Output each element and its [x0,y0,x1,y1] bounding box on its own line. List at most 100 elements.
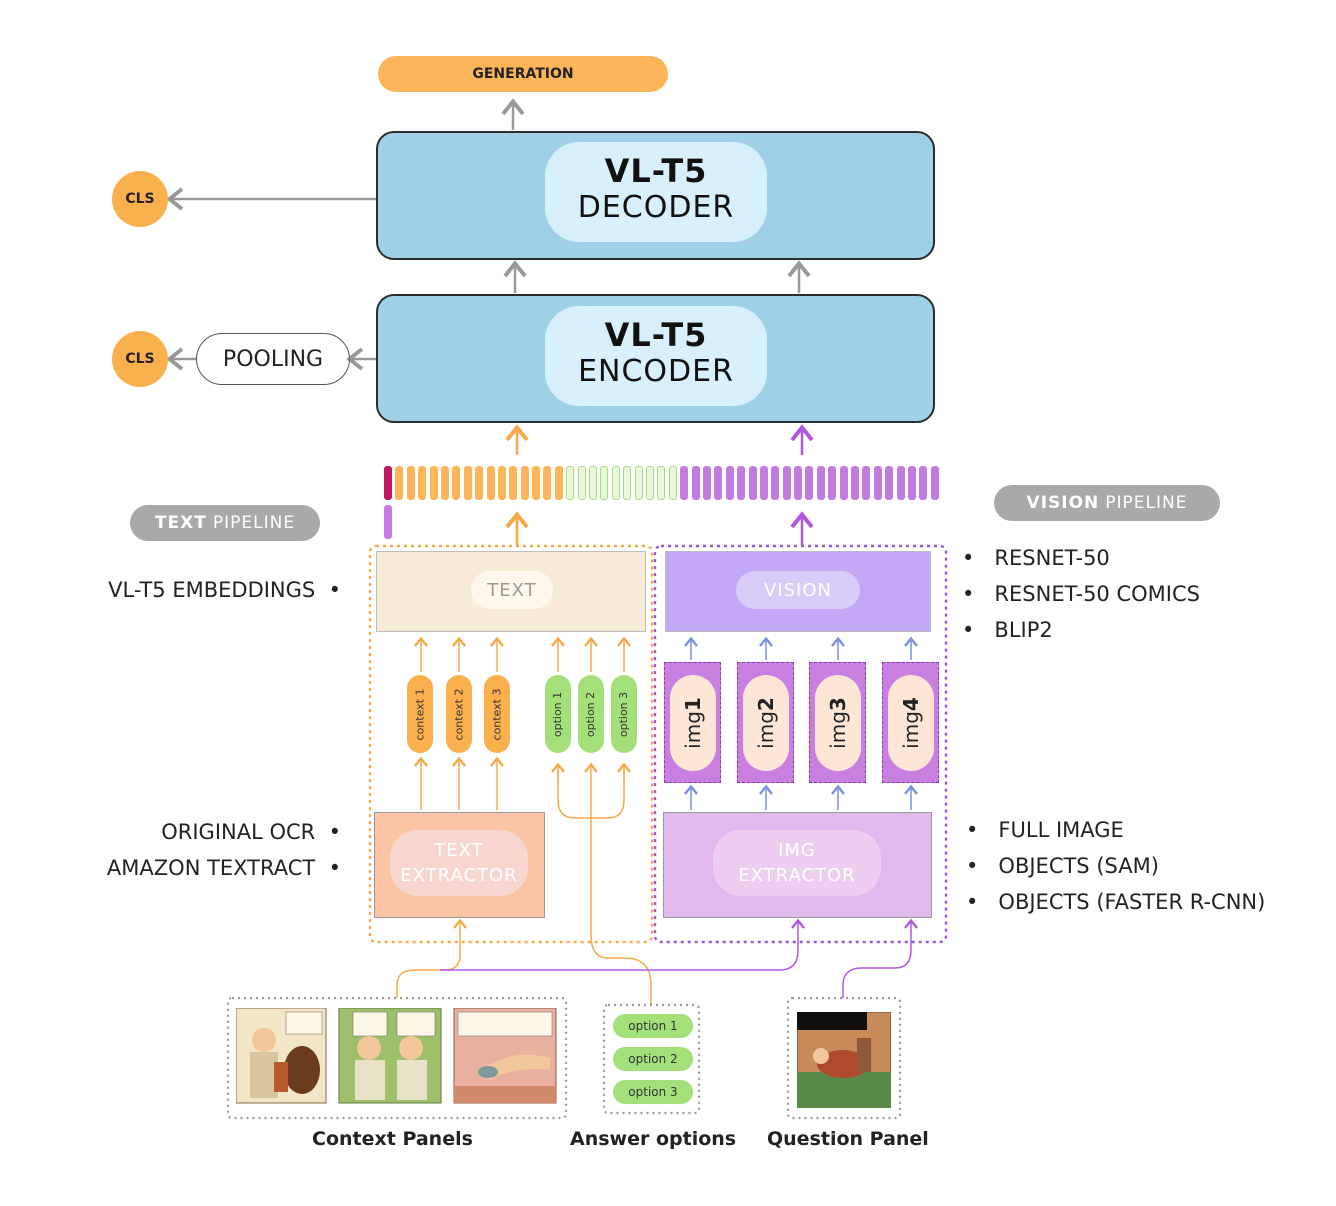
embedding-token [509,466,518,500]
embedding-token [714,466,723,500]
token-strip [384,466,944,539]
img-pill-3: img3 [814,674,861,771]
option-pill-1-label: option 1 [551,691,565,737]
embedding-token [384,466,392,500]
context-panel-image-1 [236,1008,327,1104]
img-slot-3: img3 [809,662,866,783]
decoder-label: VL-T5 DECODER [545,142,767,242]
embedding-token [828,466,837,500]
answer-option-1: option 1 [613,1014,693,1038]
embedding-token [873,466,882,500]
embedding-token [634,466,643,500]
context-pill-3-label: context 3 [490,688,504,740]
vision-pipeline-tag: VISION PIPELINE [994,485,1220,521]
vision-backbones: • RESNET-50 • RESNET-50 COMICS • BLIP2 [962,540,1200,648]
context-panel-image-2 [338,1008,442,1104]
embedding-token [429,466,438,500]
embedding-token [566,466,575,500]
text-pipeline-tag: TEXT PIPELINE [130,505,320,541]
caption-context-panels: Context Panels [312,1128,473,1150]
encoder-label: VL-T5 ENCODER [545,306,767,406]
option-pill-3-label: option 3 [617,691,631,737]
img-pill-2: img2 [742,674,789,771]
embeddings-label-text: VL-T5 EMBEDDINGS [108,578,316,602]
generation-output: GENERATION [378,56,668,92]
context-pill-1-label: context 1 [413,688,427,740]
text-pipeline-border [368,544,654,944]
backbone-1: • RESNET-50 [962,546,1110,570]
embedding-token [440,466,449,500]
encoder-title: VL-T5 [604,316,708,354]
embedding-token [452,466,461,500]
backbone-2: • RESNET-50 COMICS [962,582,1200,606]
pooling-node: POOLING [196,333,350,385]
embedding-token [748,466,757,500]
embedding-token [851,466,860,500]
embedding-token [907,466,916,500]
text-pipeline-rest: PIPELINE [212,513,296,533]
context-panel-images [236,1008,557,1104]
embedding-token [896,466,905,500]
img-extractor-line2: EXTRACTOR [738,865,856,886]
embedding-token [680,466,689,500]
caption-question-panel: Question Panel [767,1128,929,1150]
answer-option-2: option 2 [613,1047,693,1071]
embedding-token [384,505,392,539]
img-pill-4: img4 [887,674,934,771]
embedding-token [657,466,666,500]
vision-pipeline-bold: VISION [1026,493,1100,513]
embedding-token [771,466,780,500]
vision-input-3: • OBJECTS (FASTER R-CNN) [966,890,1266,914]
img-pill-3-num: 3 [825,696,850,711]
answer-options-list: option 1 option 2 option 3 [613,1014,693,1104]
embedding-token [475,466,484,500]
ocr-option-1: ORIGINAL OCR • [161,820,341,844]
embedding-token [759,466,768,500]
context-panel-image-3 [453,1008,557,1104]
embedding-token [668,466,677,500]
context-panels-frame [226,996,568,1120]
img-extractor-line1: IMG [778,840,816,861]
text-extractor-line2: EXTRACTOR [400,865,518,886]
embedding-token [839,466,848,500]
embedding-token [543,466,552,500]
text-extractor-line1: TEXT [434,840,484,861]
vision-pipeline-border [653,544,948,944]
vision-box-label: VISION [736,571,860,609]
embedding-token [520,466,529,500]
context-pill-2: context 2 [446,675,472,753]
embedding-token [737,466,746,500]
img-pill-1-num: 1 [680,696,705,711]
answer-options-frame [602,1003,701,1115]
context-pill-3: context 3 [484,675,510,753]
embedding-token [532,466,541,500]
embedding-token [782,466,791,500]
embedding-token [577,466,586,500]
decoder-title: VL-T5 [604,152,708,190]
text-extractor-label: TEXT EXTRACTOR [390,830,528,896]
ocr-options: ORIGINAL OCR • AMAZON TEXTRACT • [107,814,341,886]
option-pill-2-label: option 2 [584,691,598,737]
text-pipeline-bold: TEXT [154,513,207,533]
img-pill-2-num: 2 [753,696,778,711]
img-pill-1-prefix: img [680,710,705,749]
option-pill-2: option 2 [578,675,604,753]
embedding-token [930,466,939,500]
option-pill-1: option 1 [545,675,571,753]
context-pill-2-label: context 2 [452,688,466,740]
embedding-token [862,466,871,500]
caption-answer-options: Answer options [570,1128,737,1150]
vision-input-2: • OBJECTS (SAM) [966,854,1159,878]
embedding-token [463,466,472,500]
embedding-token [645,466,654,500]
img-pill-4-num: 4 [898,696,923,711]
vision-pipeline-rest: PIPELINE [1105,493,1188,513]
embedding-token [885,466,894,500]
embedding-token [816,466,825,500]
embedding-token [554,466,563,500]
embedding-token [600,466,609,500]
embedding-token [406,466,415,500]
embedding-token [919,466,928,500]
embedding-token [589,466,598,500]
